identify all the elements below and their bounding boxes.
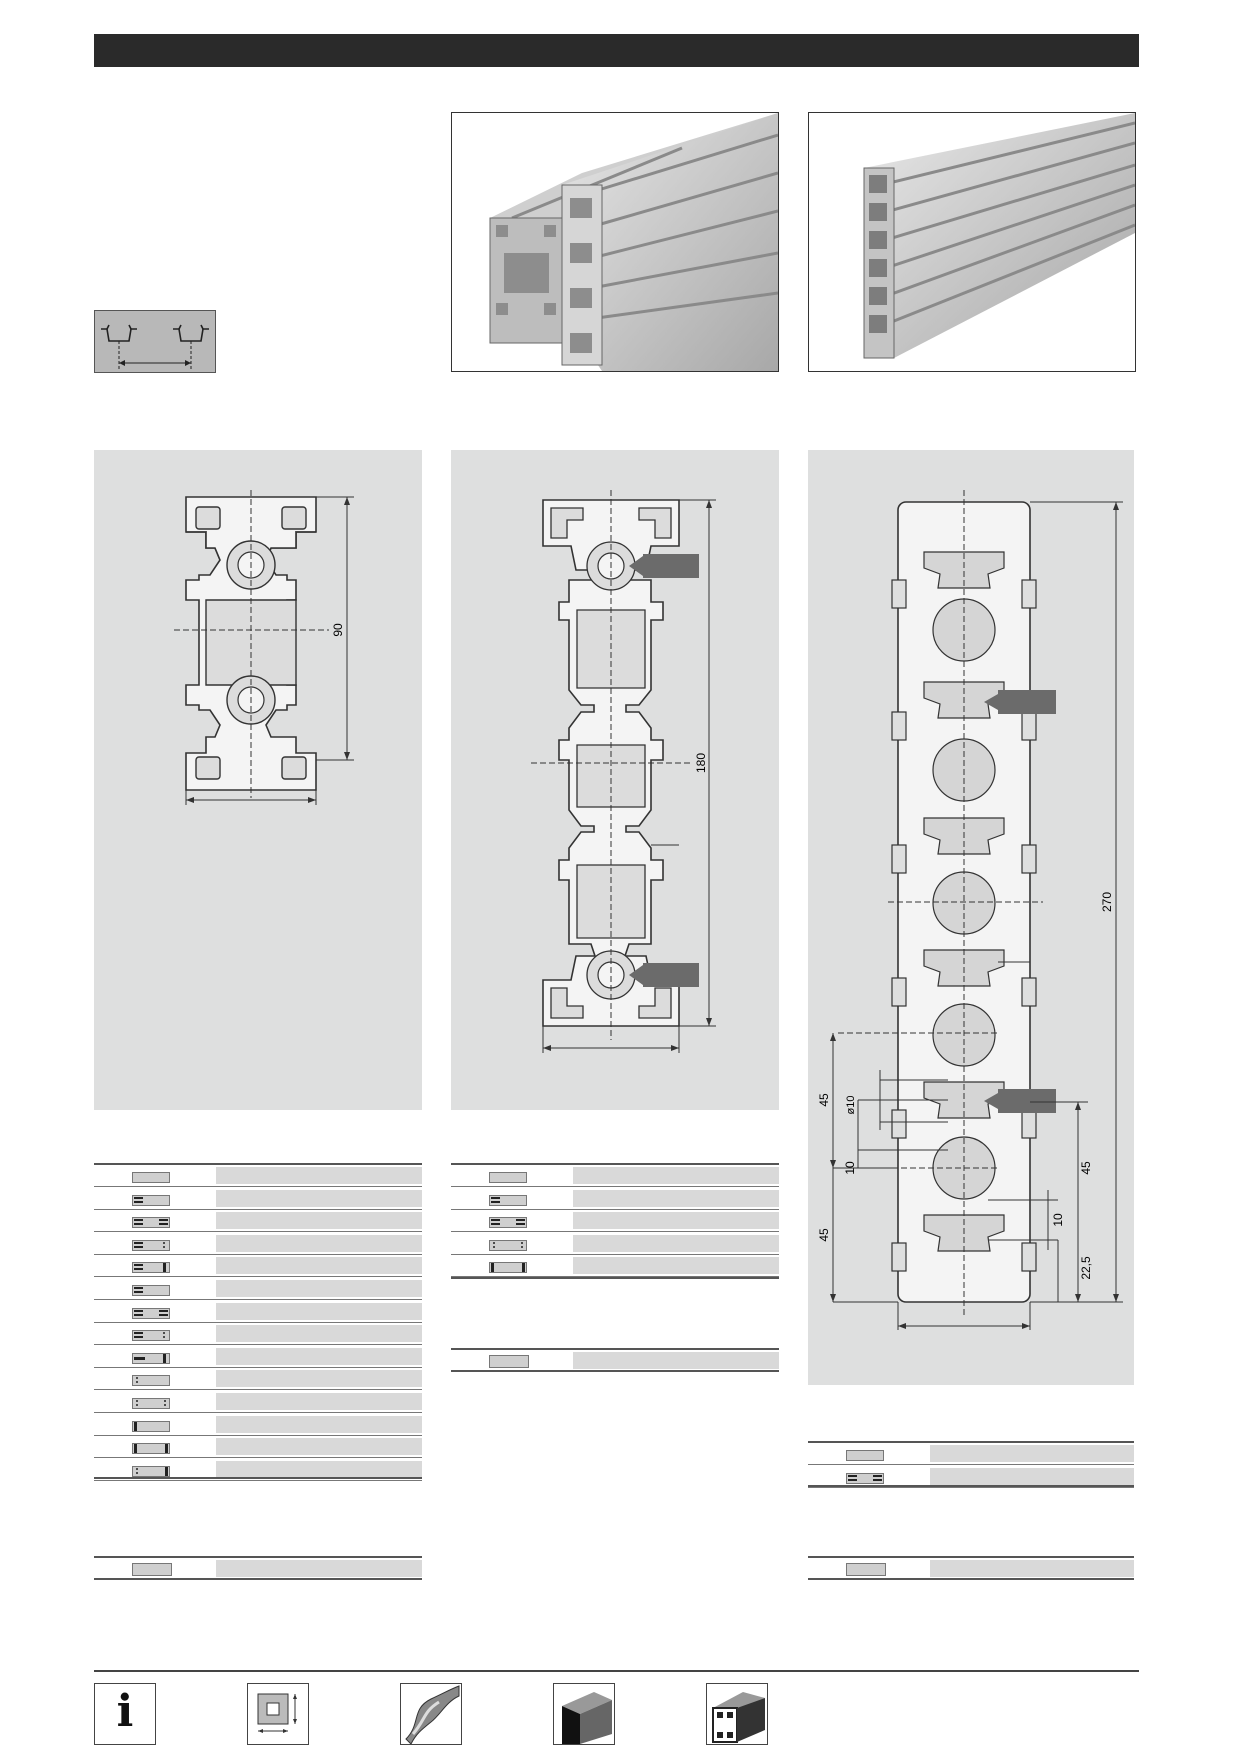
table-row bbox=[94, 1323, 422, 1346]
table-row bbox=[94, 1233, 422, 1255]
table-cell bbox=[216, 1415, 422, 1433]
table-row bbox=[94, 1368, 422, 1391]
table-row bbox=[94, 1301, 422, 1323]
table-row bbox=[451, 1188, 779, 1210]
profile-symbol-icon bbox=[132, 1215, 170, 1229]
dim-45-right-label: 45 bbox=[1079, 1161, 1093, 1175]
footer-rule bbox=[94, 1670, 1139, 1672]
table-row bbox=[94, 1459, 422, 1481]
profile-symbol-icon bbox=[132, 1283, 170, 1296]
table-cell bbox=[216, 1189, 422, 1207]
table-cell bbox=[216, 1280, 422, 1297]
dim-270-label: 270 bbox=[1100, 892, 1114, 912]
dim-10-right-label: 10 bbox=[1051, 1213, 1065, 1227]
table-row bbox=[94, 1188, 422, 1210]
profile-symbol-icon bbox=[489, 1170, 527, 1183]
table-row bbox=[94, 1436, 422, 1459]
table-row bbox=[451, 1350, 779, 1372]
table-row bbox=[451, 1255, 779, 1278]
table-cell bbox=[216, 1234, 422, 1252]
profile-symbol-icon bbox=[132, 1373, 170, 1387]
twisted-profile-icon[interactable] bbox=[400, 1683, 462, 1745]
profile-table-1-extra bbox=[94, 1556, 422, 1580]
profile-table-3 bbox=[808, 1441, 1134, 1491]
table-row bbox=[94, 1255, 422, 1278]
table-row bbox=[808, 1466, 1134, 1488]
profile-block-icon[interactable] bbox=[553, 1683, 615, 1745]
profile-symbol-icon bbox=[132, 1306, 170, 1319]
table-cell bbox=[930, 1445, 1134, 1462]
table-cell bbox=[573, 1257, 779, 1275]
profile-table-2-extra bbox=[451, 1348, 779, 1372]
info-icon[interactable]: i bbox=[94, 1683, 156, 1745]
table-cell bbox=[216, 1212, 422, 1230]
table-cell bbox=[573, 1167, 779, 1184]
table-cell bbox=[216, 1167, 422, 1184]
dim-10-left-label: 10 bbox=[843, 1161, 857, 1175]
table-row bbox=[94, 1414, 422, 1436]
profile-corner-icon[interactable] bbox=[706, 1683, 768, 1745]
dim-90-label: 90 bbox=[331, 623, 345, 637]
profile-symbol-icon bbox=[132, 1260, 170, 1274]
slot-section-icon bbox=[101, 324, 209, 369]
table-row bbox=[451, 1210, 779, 1233]
table-row bbox=[808, 1443, 1134, 1465]
table-cell bbox=[573, 1212, 779, 1230]
profile-symbol-icon bbox=[489, 1215, 527, 1229]
table-cell bbox=[216, 1460, 422, 1478]
table-row bbox=[94, 1278, 422, 1300]
profile-symbol-icon bbox=[489, 1238, 527, 1251]
table-cell bbox=[573, 1189, 779, 1207]
table-row bbox=[808, 1558, 1134, 1580]
table-row bbox=[94, 1346, 422, 1368]
table-row bbox=[94, 1558, 422, 1580]
header-bar bbox=[94, 34, 1139, 67]
profile-dimension-icon[interactable] bbox=[247, 1683, 309, 1745]
table-row bbox=[451, 1233, 779, 1255]
profile-photo-stack bbox=[451, 112, 779, 372]
dim-22-label: 22,5 bbox=[1079, 1256, 1093, 1280]
table-cell bbox=[216, 1325, 422, 1343]
drawing-panel-90: 90 bbox=[94, 450, 422, 1110]
table-row bbox=[94, 1165, 422, 1187]
table-cell bbox=[216, 1370, 422, 1388]
dim-180-label: 180 bbox=[694, 753, 708, 773]
profile-symbol-icon bbox=[132, 1193, 170, 1206]
drawing-panel-270: 270 45 ø10 10 45 45 10 22,5 bbox=[808, 450, 1134, 1385]
profile-symbol-icon bbox=[489, 1193, 527, 1206]
dim-bore-label: ø10 bbox=[845, 1096, 857, 1115]
profile-symbol-icon bbox=[132, 1396, 170, 1409]
table-cell bbox=[216, 1302, 422, 1320]
table-cell bbox=[216, 1347, 422, 1365]
profile-symbol-icon bbox=[846, 1448, 884, 1461]
profile-symbol-icon bbox=[132, 1441, 170, 1455]
profile-symbol-icon bbox=[489, 1260, 527, 1274]
profile-symbol-icon bbox=[132, 1351, 170, 1364]
dim-45-top-label: 45 bbox=[817, 1093, 831, 1107]
table-cell bbox=[930, 1467, 1134, 1485]
profile-photo-wide bbox=[808, 112, 1136, 372]
profile-symbol-icon bbox=[846, 1471, 884, 1484]
profile-symbol-icon bbox=[132, 1238, 170, 1251]
table-cell bbox=[573, 1234, 779, 1252]
profile-table-1 bbox=[94, 1163, 422, 1485]
table-row bbox=[451, 1165, 779, 1187]
profile-table-2 bbox=[451, 1163, 779, 1281]
drawing-panel-180: 180 bbox=[451, 450, 779, 1110]
table-row bbox=[94, 1391, 422, 1413]
dim-45-bottom-label: 45 bbox=[817, 1228, 831, 1242]
profile-symbol-icon bbox=[132, 1419, 170, 1432]
profile-symbol-icon bbox=[132, 1170, 170, 1183]
profile-table-3-extra bbox=[808, 1556, 1134, 1580]
info-label: i bbox=[116, 1686, 134, 1737]
table-cell bbox=[216, 1438, 422, 1456]
table-cell bbox=[216, 1393, 422, 1410]
profile-symbol-icon bbox=[132, 1464, 170, 1477]
slot-thumbnail bbox=[94, 310, 216, 373]
profile-symbol-icon bbox=[132, 1328, 170, 1342]
table-row bbox=[94, 1210, 422, 1233]
table-cell bbox=[216, 1257, 422, 1275]
